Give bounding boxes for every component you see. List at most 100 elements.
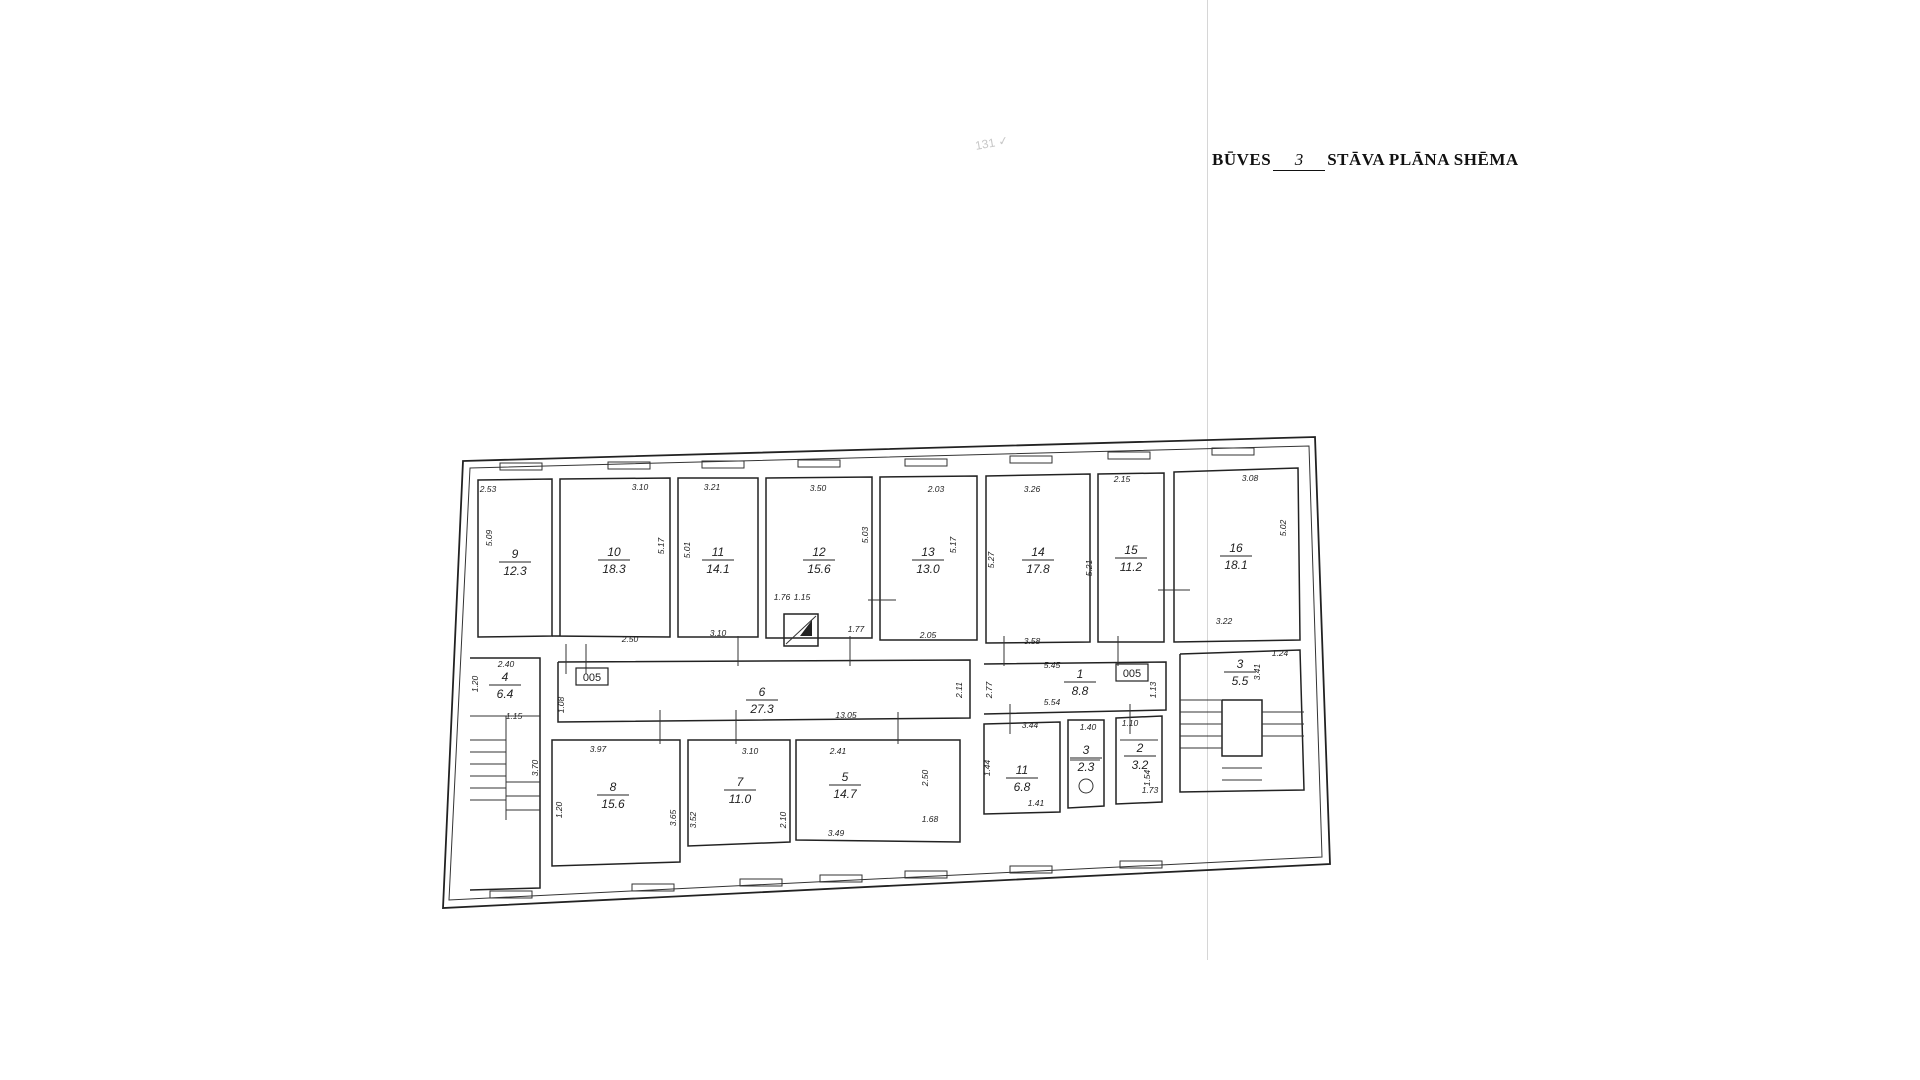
- door-marks: [565, 589, 1190, 744]
- room-area: 18.3: [602, 562, 626, 576]
- room-number: 4: [502, 670, 509, 684]
- tag-label: 005: [1123, 668, 1141, 680]
- dimension-label: 2.05: [919, 630, 937, 640]
- dimension-label: 3.58: [1024, 636, 1041, 646]
- corridor: [469, 649, 1305, 891]
- dimension-label: 5.21: [1084, 559, 1094, 576]
- dimension-label: 1.08: [556, 696, 566, 713]
- dimension-label: 1.77: [848, 624, 865, 634]
- room-label: 35.5: [1224, 657, 1256, 688]
- room-area: 8.8: [1072, 684, 1089, 698]
- room-number: 2: [1136, 741, 1144, 755]
- dimension-label: 3.10: [742, 746, 759, 756]
- room-number: 11: [1016, 763, 1028, 777]
- room-area: 11.2: [1120, 560, 1143, 574]
- room-number: 8: [610, 780, 617, 794]
- dimension-label: 3.50: [810, 483, 827, 493]
- dimension-label: 2.40: [497, 659, 515, 669]
- dimension-label: 2.53: [479, 484, 497, 494]
- dimension-label: 2.77: [984, 681, 994, 699]
- dimension-label: 1.20: [554, 801, 564, 818]
- dimension-label: 5.45: [1044, 660, 1061, 670]
- room-area: 12.3: [503, 564, 527, 578]
- room-label: 46.4: [489, 670, 521, 701]
- room-label: 16 18.1: [1220, 541, 1252, 572]
- dimension-label: 5.17: [656, 537, 666, 554]
- dimension-label: 5.03: [860, 526, 870, 543]
- scan-fold-line: [1207, 0, 1208, 960]
- room-label: 116.8: [1006, 763, 1038, 794]
- dimension-label: 1.41: [1028, 798, 1045, 808]
- building-inner-outline: [448, 445, 1323, 901]
- room-area: 18.1: [1224, 558, 1247, 572]
- room-number: 12: [812, 545, 826, 559]
- dimension-label: 2.41: [829, 746, 847, 756]
- room-label: 23.2: [1124, 741, 1156, 772]
- dimension-label: 1.13: [1148, 681, 1158, 698]
- room-label: 15 11.2: [1115, 543, 1147, 574]
- dimension-label: 3.70: [530, 759, 540, 776]
- building-outline: [442, 436, 1331, 909]
- title-suffix: STĀVA PLĀNA SHĒMA: [1327, 150, 1519, 169]
- top-windows: [499, 447, 1255, 471]
- dimension-label: 1.24: [1272, 648, 1289, 658]
- dimension-label: 3.08: [1242, 473, 1259, 483]
- room-number: 15: [1124, 543, 1138, 557]
- room-area: 3.2: [1132, 758, 1149, 772]
- right-stair: [1180, 699, 1304, 781]
- room-area: 6.4: [497, 687, 514, 701]
- dimension-label: 2.50: [920, 769, 930, 787]
- title-floor-number: 3: [1273, 150, 1326, 171]
- room-number: 11: [712, 545, 724, 559]
- dimension-label: 5.01: [682, 541, 692, 558]
- dimension-label: 1.54: [1142, 769, 1152, 786]
- room-number: 10: [607, 545, 621, 559]
- title-prefix: BŪVES: [1212, 150, 1272, 169]
- tag-box: [1115, 663, 1149, 682]
- dimension-label: 1.40: [1080, 722, 1097, 732]
- room-area: 15.6: [807, 562, 831, 576]
- room-label: 32.3: [1070, 743, 1102, 774]
- tag-label: 005: [583, 672, 601, 684]
- room-label: 514.7: [829, 770, 861, 801]
- dimension-label: 1.68: [922, 814, 939, 824]
- room-area: 5.5: [1232, 674, 1249, 688]
- dimension-label: 3.49: [828, 828, 845, 838]
- left-stair: [470, 715, 540, 820]
- room-label: 815.6: [597, 780, 629, 811]
- room-area: 11.0: [729, 792, 752, 806]
- room-label: 11 14.1: [702, 545, 734, 576]
- dimension-label: 5.54: [1044, 697, 1061, 707]
- room-number: 3: [1083, 743, 1090, 757]
- room-number: 6: [759, 685, 766, 699]
- room-label: 10 18.3: [598, 545, 630, 576]
- room-number: 5: [842, 770, 849, 784]
- dimension-label: 1.76: [774, 592, 791, 602]
- dimension-label: 2.15: [1113, 474, 1131, 484]
- dimension-label: 3.26: [1024, 484, 1041, 494]
- room-area: 6.8: [1014, 780, 1031, 794]
- dimension-label: 1.44: [982, 759, 992, 776]
- dimension-label: 5.02: [1278, 519, 1288, 536]
- room-number: 13: [921, 545, 935, 559]
- top-rooms: [477, 467, 1301, 644]
- room-label: 627.3: [746, 685, 778, 716]
- dimension-label: 3.10: [710, 628, 727, 638]
- dimension-label: 5.09: [484, 529, 494, 546]
- dimension-label: 3.44: [1022, 720, 1039, 730]
- room-number: 7: [737, 775, 745, 789]
- dimension-label: 3.21: [704, 482, 721, 492]
- room-area: 15.6: [601, 797, 625, 811]
- room-number: 9: [512, 547, 519, 561]
- dimension-label: 5.27: [986, 551, 996, 568]
- room-area: 14.1: [706, 562, 729, 576]
- dimension-label: 1.15: [794, 592, 811, 602]
- room-number: 14: [1031, 545, 1045, 559]
- dimension-label: 3.52: [688, 811, 698, 828]
- room-number: 16: [1229, 541, 1243, 555]
